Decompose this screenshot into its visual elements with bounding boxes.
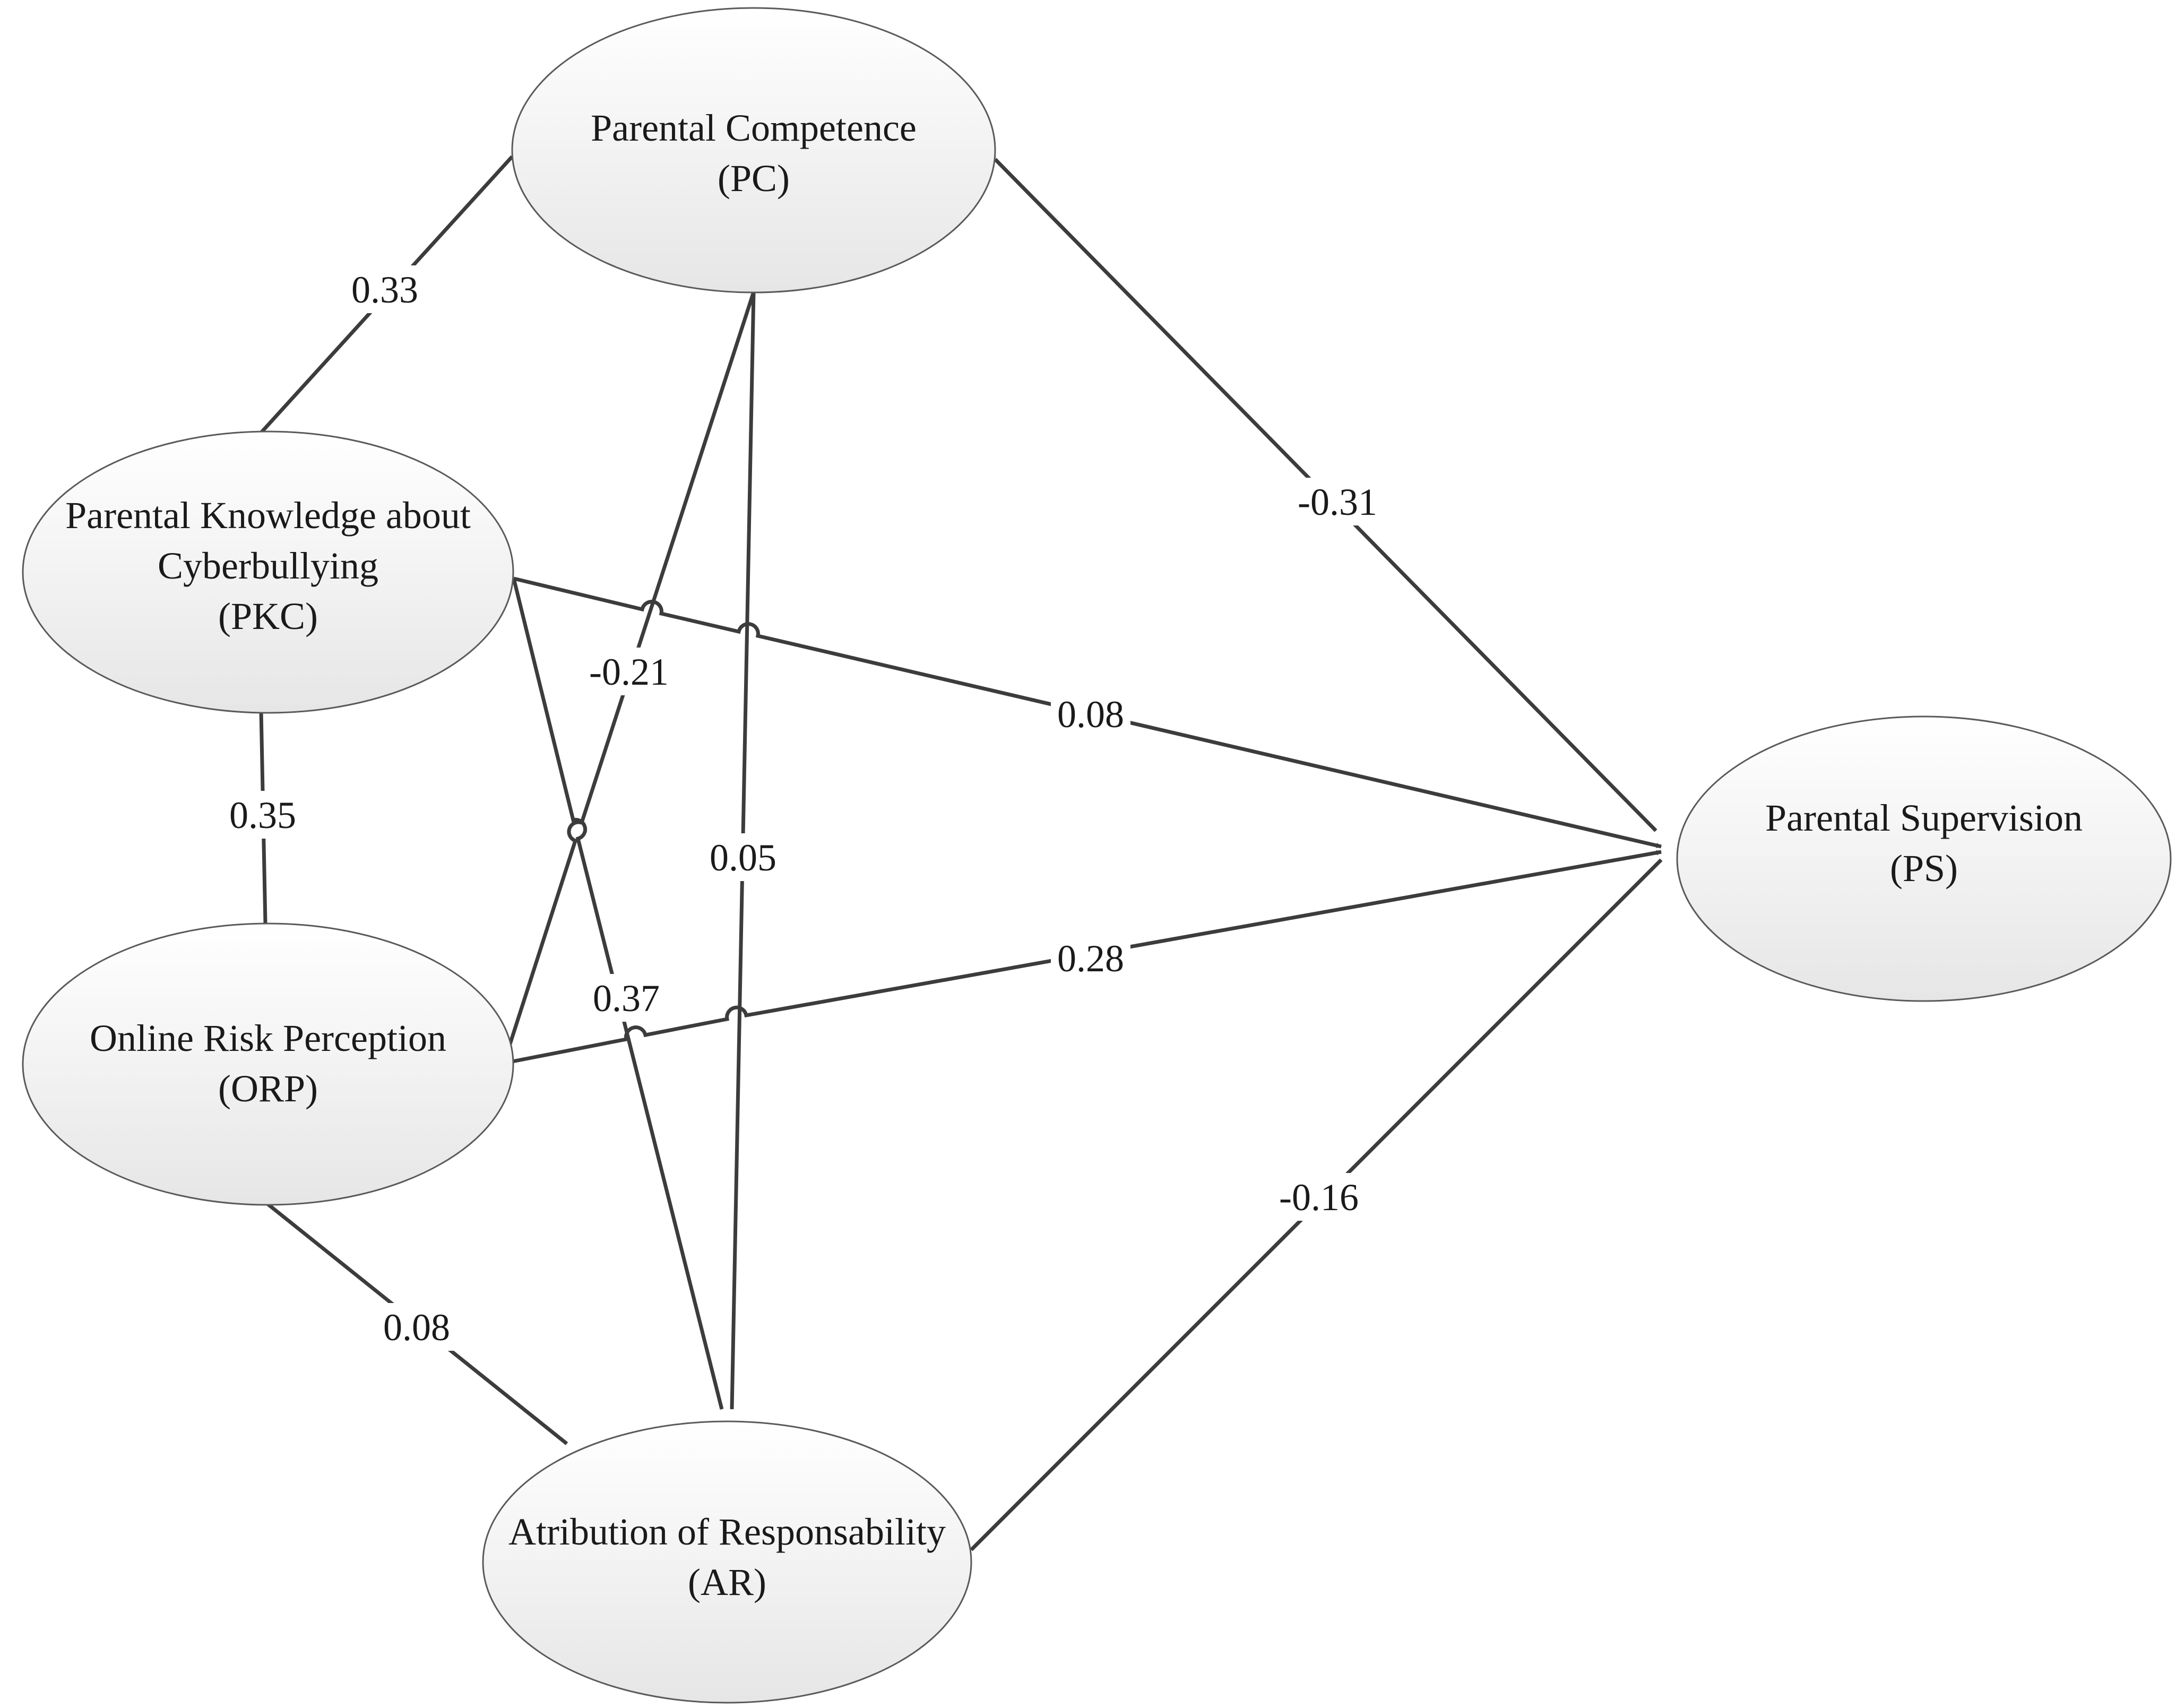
edge-labels: 0.33 0.35 -0.21 0.05 0.37 -0.31 0.08 0. — [223, 265, 1383, 1351]
coefficient-pkc-pc: 0.33 — [351, 269, 418, 311]
node-pkc-abbr: (PKC) — [218, 595, 318, 637]
node-pkc-name-cont: Cyberbullying — [158, 545, 378, 587]
coefficient-pkc-ps: 0.08 — [1057, 693, 1124, 736]
label-pc-ar: 0.05 — [703, 833, 783, 881]
node-ps-abbr: (PS) — [1890, 847, 1958, 890]
node-pc: Parental Competence (PC) — [511, 7, 996, 294]
node-ar: Atribution of Responsability (AR) — [482, 1420, 972, 1704]
node-ar-name: Atribution of Responsability — [508, 1511, 946, 1553]
coefficient-ar-ps: -0.16 — [1279, 1176, 1359, 1219]
label-pkc-ar: 0.37 — [586, 974, 666, 1022]
coefficient-pc-ps: -0.31 — [1298, 481, 1377, 523]
node-pkc-name: Parental Knowledge about — [65, 494, 471, 537]
edges — [259, 155, 1663, 1551]
coefficient-orp-ps: 0.28 — [1057, 937, 1124, 980]
node-orp-name: Online Risk Perception — [90, 1017, 446, 1059]
node-orp: Online Risk Perception (ORP) — [22, 922, 514, 1206]
node-pkc: Parental Knowledge about Cyberbullying (… — [22, 430, 514, 714]
label-orp-ar: 0.08 — [377, 1303, 456, 1351]
coefficient-pkc-ar: 0.37 — [593, 977, 660, 1020]
label-ar-ps: -0.16 — [1274, 1173, 1364, 1221]
node-pc-name: Parental Competence — [591, 107, 917, 149]
coefficient-pkc-orp: 0.35 — [229, 794, 296, 836]
edge-pkc-to-ar — [512, 578, 724, 1410]
coefficient-pc-orp: -0.21 — [589, 651, 669, 693]
node-ps-name: Parental Supervision — [1765, 797, 2083, 839]
node-orp-abbr: (ORP) — [218, 1067, 318, 1110]
label-pkc-pc: 0.33 — [345, 265, 425, 313]
node-ar-abbr: (AR) — [688, 1561, 766, 1603]
label-pc-orp: -0.21 — [584, 648, 674, 695]
edge-orp-to-ps — [512, 850, 1662, 1064]
node-ps: Parental Supervision (PS) — [1676, 715, 2172, 1002]
label-pc-ps: -0.31 — [1292, 478, 1383, 525]
coefficient-orp-ar: 0.08 — [383, 1306, 450, 1349]
node-pc-abbr: (PC) — [718, 157, 790, 200]
label-pkc-ps: 0.08 — [1051, 690, 1130, 738]
nodes: Parental Competence (PC) Parental Knowle… — [22, 7, 2172, 1704]
coefficient-pc-ar: 0.05 — [710, 836, 776, 879]
label-orp-ps: 0.28 — [1051, 934, 1130, 982]
edge-pkc-to-ps — [513, 576, 1662, 849]
label-pkc-orp: 0.35 — [223, 791, 303, 839]
